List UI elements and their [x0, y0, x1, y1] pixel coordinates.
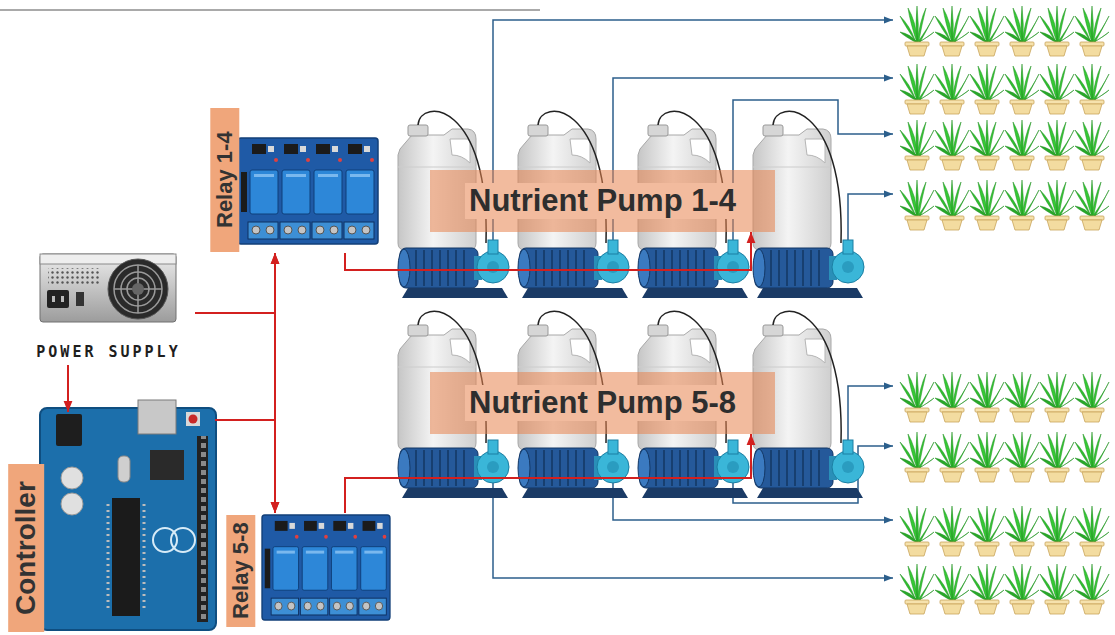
rule-line	[0, 10, 540, 11]
feed-line	[848, 386, 893, 440]
feed-line	[848, 194, 893, 240]
controller-board: Controller	[8, 412, 215, 632]
power-supply: POWER SUPPLY	[22, 250, 195, 365]
pump-label: Nutrient Pump 1-4	[465, 183, 740, 219]
plant-row	[900, 506, 1109, 556]
pump-band: Nutrient Pump 5-8	[430, 372, 775, 434]
pump-band: Nutrient Pump 1-4	[430, 170, 775, 232]
power-supply-unit	[40, 254, 176, 322]
relay-label: Relay 1-4	[210, 108, 239, 252]
plant-row	[900, 180, 1109, 230]
relay-board	[238, 138, 378, 244]
psu-label: POWER SUPPLY	[36, 343, 180, 361]
plant-row	[900, 564, 1109, 614]
feed-lines	[493, 20, 893, 578]
controller-board-art	[40, 400, 216, 630]
plant-row	[900, 64, 1109, 114]
plant-row	[900, 120, 1109, 170]
power-wire	[345, 232, 751, 270]
relay-board	[262, 515, 390, 620]
plant-row	[900, 6, 1109, 56]
power-wire	[345, 434, 751, 513]
power-wire	[215, 420, 275, 513]
relay-label: Relay 5-8	[226, 515, 255, 627]
controller-label: Controller	[8, 464, 44, 632]
relay-module: Relay 1-4	[210, 106, 382, 253]
plant-row	[900, 432, 1109, 482]
power-wire	[195, 313, 275, 513]
power-wire	[67, 365, 69, 412]
relay-module: Relay 5-8	[226, 513, 392, 628]
plant-row	[900, 372, 1109, 422]
power-wire	[215, 253, 275, 420]
pump-label: Nutrient Pump 5-8	[465, 385, 740, 421]
power-wire	[195, 253, 275, 313]
